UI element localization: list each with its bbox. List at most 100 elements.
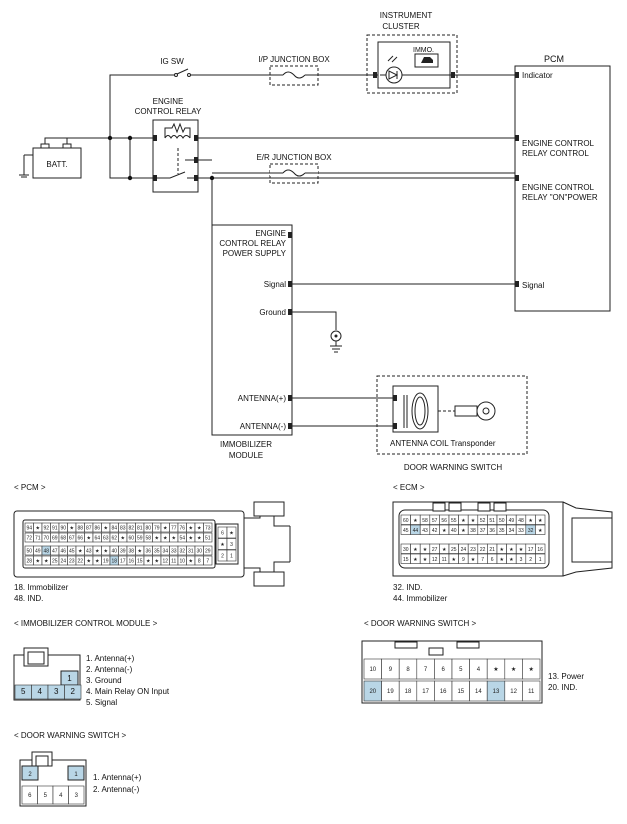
pcm-pin: 32 bbox=[179, 549, 185, 555]
ecm-pin: 43 bbox=[422, 528, 428, 534]
pcm-note-1: 18. Immobilizer bbox=[14, 583, 69, 592]
ecm-pin: ★ bbox=[461, 518, 466, 524]
pcm-pin: 90 bbox=[60, 526, 66, 532]
pcm-pin: 23 bbox=[69, 559, 75, 565]
pcm-pin: 51 bbox=[205, 536, 211, 542]
door-pin: 13 bbox=[493, 689, 500, 695]
pcm-pin: 54 bbox=[179, 536, 185, 542]
door-legend-2: 20. IND. bbox=[548, 683, 577, 692]
pcm-pin: ★ bbox=[70, 526, 75, 532]
mod-antenna-minus: ANTENNA(-) bbox=[240, 422, 287, 431]
pcm-pin: 71 bbox=[35, 536, 41, 542]
pcm-pin: ★ bbox=[95, 549, 100, 555]
antenna-coil: ANTENNA COIL Transponder DOOR WARNING SW… bbox=[376, 375, 528, 472]
pcm-pin: 87 bbox=[86, 526, 92, 532]
pcm-pin: ★ bbox=[189, 536, 194, 542]
pcm-pin: ★ bbox=[87, 536, 92, 542]
pcm-pin: 68 bbox=[60, 536, 66, 542]
immo-legend-1: 1. Antenna(+) bbox=[86, 654, 135, 663]
pcm-pin: 33 bbox=[171, 549, 177, 555]
ecm-pin: 7 bbox=[481, 557, 484, 563]
pcm-pin: 82 bbox=[128, 526, 134, 532]
ecm-pin: ★ bbox=[442, 547, 447, 553]
door-pin: ★ bbox=[529, 666, 534, 673]
pcm-pin: ★ bbox=[189, 559, 194, 565]
pcm-pin: 88 bbox=[77, 526, 83, 532]
pcm-ecr-on-1: ENGINE CONTROL bbox=[522, 183, 595, 192]
door-small-pin: 5 bbox=[44, 793, 48, 799]
pcm-pin: 24 bbox=[60, 559, 66, 565]
pcm-pin: 16 bbox=[128, 559, 134, 565]
ecm-pin: ★ bbox=[413, 518, 418, 524]
pcm-pin: 66 bbox=[77, 536, 83, 542]
door-pin-cell bbox=[522, 680, 541, 702]
ecm-pin: 6 bbox=[491, 557, 494, 563]
ecm-pin: 23 bbox=[470, 547, 476, 553]
door-small-title: < DOOR WARNING SWITCH > bbox=[14, 731, 126, 740]
door-pin-cell bbox=[522, 658, 541, 680]
pcm-pin: 81 bbox=[137, 526, 143, 532]
pcm-pin: ★ bbox=[78, 549, 83, 555]
pcm-pin: 48 bbox=[43, 549, 49, 555]
ecm-pin: ★ bbox=[500, 557, 505, 563]
ecm-pin: 25 bbox=[451, 547, 457, 553]
ecm-pin: ★ bbox=[413, 547, 418, 553]
immo-pin: 2 bbox=[71, 687, 76, 696]
er-junction-box: E/R JUNCTION BOX bbox=[212, 153, 518, 184]
ecm-pin: 22 bbox=[480, 547, 486, 553]
ecm-pin: 49 bbox=[509, 518, 515, 524]
ecm-pin: 12 bbox=[432, 557, 438, 563]
door-pin: 8 bbox=[406, 667, 410, 673]
pcm-pin: ★ bbox=[44, 559, 49, 565]
pcm-pin: 83 bbox=[120, 526, 126, 532]
ecm-pin: ★ bbox=[423, 557, 428, 563]
pcm-ecr-control-2: RELAY CONTROL bbox=[522, 149, 589, 158]
ecm-pin: ★ bbox=[528, 518, 533, 524]
pcm-signal: Signal bbox=[522, 281, 544, 290]
cluster-label-2: CLUSTER bbox=[382, 22, 420, 31]
door-conn-title: < DOOR WARNING SWITCH > bbox=[364, 619, 476, 628]
ecm-pin: ★ bbox=[538, 528, 543, 534]
pcm-pin: 15 bbox=[137, 559, 143, 565]
pcm-pin: 58 bbox=[145, 536, 151, 542]
pcm-pin: 84 bbox=[111, 526, 117, 532]
ecm-pin: 1 bbox=[539, 557, 542, 563]
pcm-pin: 28 bbox=[26, 559, 32, 565]
pcm-block: PCM Indicator ENGINE CONTROL RELAY CONTR… bbox=[514, 54, 611, 312]
door-pin: 9 bbox=[389, 667, 393, 673]
ecm-pin: 15 bbox=[403, 557, 409, 563]
pcm-pin: 64 bbox=[94, 536, 100, 542]
er-junction-box-label: E/R JUNCTION BOX bbox=[256, 153, 332, 162]
ground-icon bbox=[330, 330, 342, 353]
door-small-pin-cell bbox=[68, 785, 85, 805]
immo-pin: 3 bbox=[54, 687, 59, 696]
ecr-label-1: ENGINE bbox=[153, 97, 184, 106]
pcm-pin: 77 bbox=[171, 526, 177, 532]
pcm-pin: ★ bbox=[104, 549, 109, 555]
door-pin: 19 bbox=[387, 689, 394, 695]
pcm-pin: 92 bbox=[43, 526, 49, 532]
pcm-pin: 80 bbox=[145, 526, 151, 532]
pcm-side-pin-cell bbox=[226, 538, 237, 550]
door-small-pin: 4 bbox=[59, 793, 63, 799]
ecm-pin: ★ bbox=[519, 547, 524, 553]
pcm-pin: 18 bbox=[111, 559, 117, 565]
engine-control-relay: ENGINE CONTROL RELAY bbox=[135, 97, 202, 193]
pcm-pin: ★ bbox=[138, 549, 143, 555]
door-small-pin-1: 1 bbox=[74, 772, 78, 778]
pcm-pin: 7 bbox=[206, 559, 209, 565]
pcm-pin: 47 bbox=[52, 549, 58, 555]
pcm-pin: 40 bbox=[111, 549, 117, 555]
door-pin: ★ bbox=[511, 666, 516, 673]
pcm-pin: 17 bbox=[120, 559, 126, 565]
immo-legend-5: 5. Signal bbox=[86, 698, 117, 707]
mod-label-2: MODULE bbox=[229, 451, 263, 460]
ecm-pin: ★ bbox=[538, 518, 543, 524]
ecm-pin: 45 bbox=[403, 528, 409, 534]
mod-label-1: IMMOBILIZER bbox=[220, 440, 272, 449]
pcm-pin: 8 bbox=[198, 559, 201, 565]
ecm-pin: ★ bbox=[442, 528, 447, 534]
